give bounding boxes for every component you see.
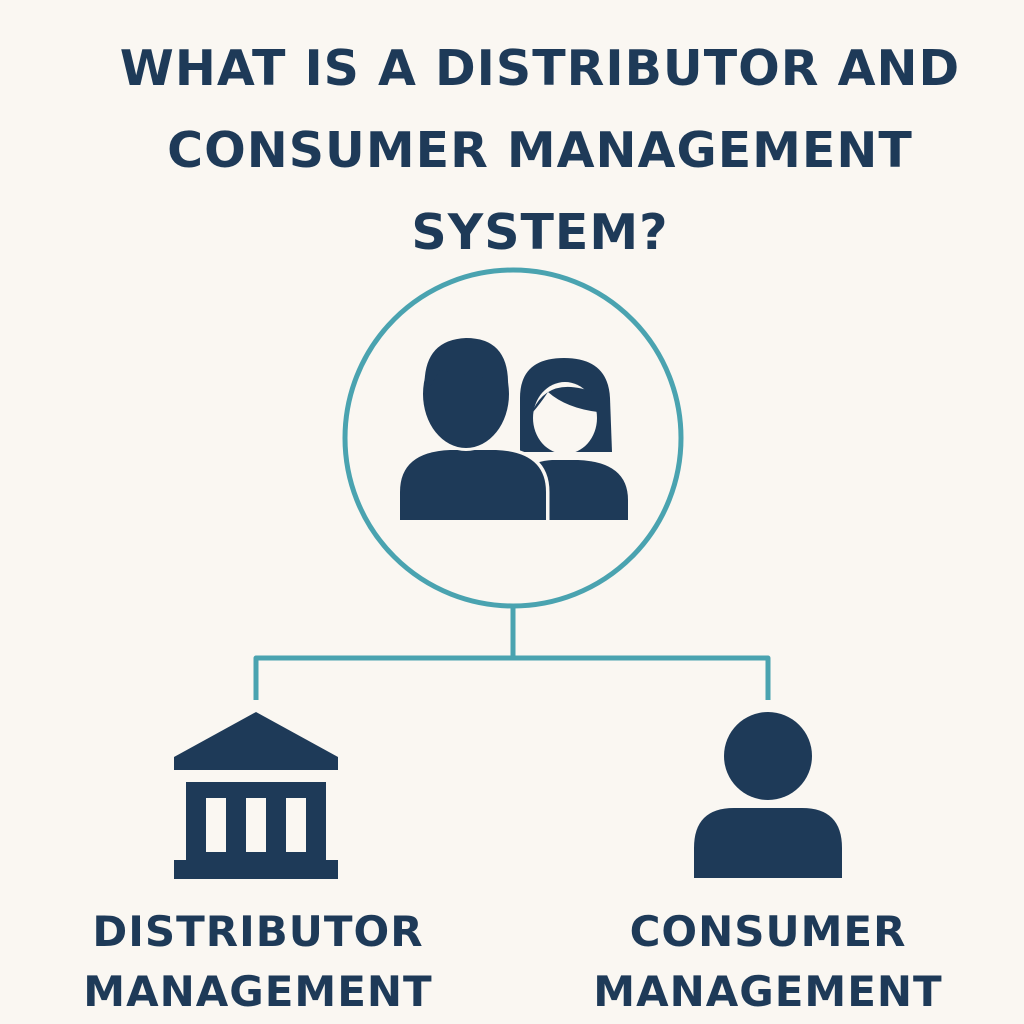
root-node-circle <box>342 267 684 609</box>
title-line-1: WHAT IS A DISTRIBUTOR AND <box>119 40 961 97</box>
title-line-3: SYSTEM? <box>411 204 669 261</box>
connector-left-branch <box>253 655 513 700</box>
consumer-label-line-2: MANAGEMENT <box>593 967 943 1016</box>
connector-right-branch <box>513 655 771 700</box>
distributor-label-line-1: DISTRIBUTOR <box>92 907 424 956</box>
consumer-label-line-1: CONSUMER <box>629 907 907 956</box>
distributor-label-line-2: MANAGEMENT <box>83 967 433 1016</box>
distributor-management-label: DISTRIBUTOR MANAGEMENT <box>48 902 468 1022</box>
connector-lines <box>253 606 771 700</box>
page-title: WHAT IS A DISTRIBUTOR AND CONSUMER MANAG… <box>80 28 1000 274</box>
consumer-management-label: CONSUMER MANAGEMENT <box>558 902 978 1022</box>
man-figure <box>396 337 550 524</box>
user-icon <box>694 712 842 878</box>
title-line-2: CONSUMER MANAGEMENT <box>167 122 913 179</box>
users-icon <box>396 337 628 524</box>
bank-building-icon <box>174 712 338 879</box>
